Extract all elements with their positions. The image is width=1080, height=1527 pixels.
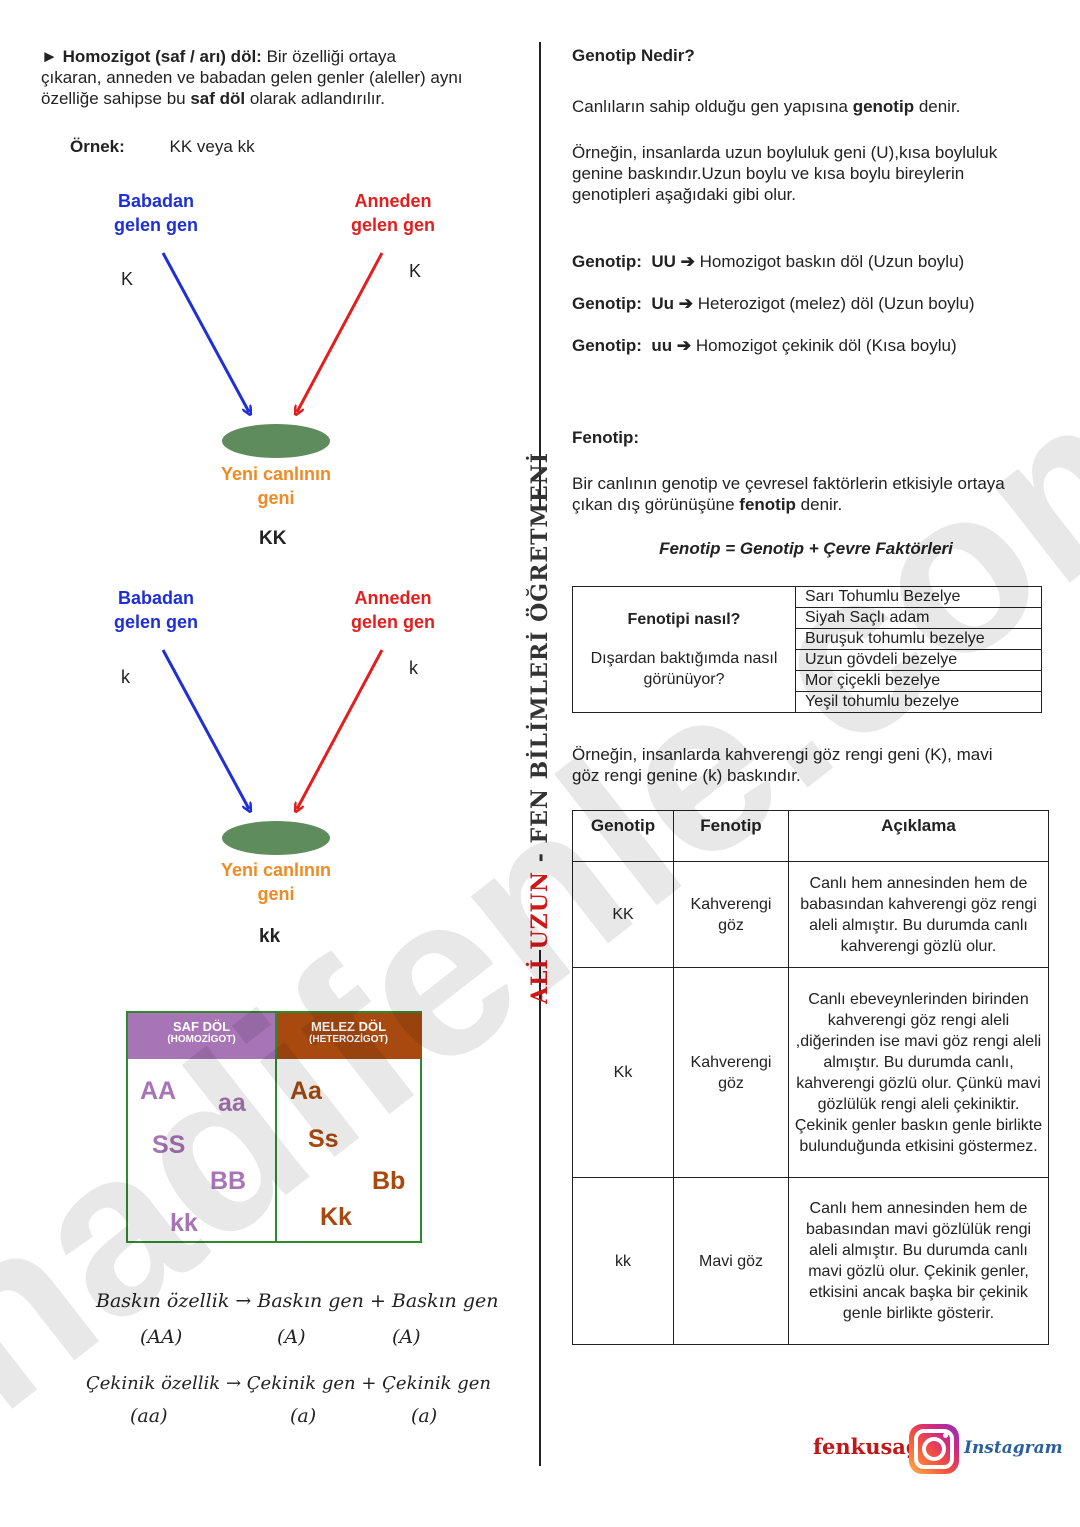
fenotip-title: Fenotip: <box>572 428 640 447</box>
father-allele: K <box>121 269 134 289</box>
fenotip-item: Siyah Saçlı adam <box>795 607 1042 629</box>
father-allele: k <box>121 667 130 687</box>
saf-genotype: SS <box>152 1131 186 1159</box>
recessive-formula-c: (a) <box>411 1405 438 1427</box>
offspring-result: kk <box>259 926 281 947</box>
definition-line3-pre: özelliğe sahipse bu <box>41 89 191 108</box>
table-row: kk Mavi göz Canlı hem annesinden hem de … <box>572 1177 1049 1345</box>
melez-genotype: Ss <box>308 1125 339 1153</box>
fenotip-examples-table: Fenotipi nasıl? Dışardan baktığımda nası… <box>572 586 1042 713</box>
saf-genotype: aa <box>218 1089 246 1117</box>
mother-allele: k <box>409 658 418 678</box>
table-row: Yeşil tohumlu bezelye <box>573 691 1042 713</box>
column-header: Açıklama <box>788 810 1049 862</box>
box-divider <box>275 1013 277 1241</box>
example-value: KK veya kk <box>169 137 255 156</box>
column-divider-top <box>539 42 541 508</box>
melez-genotype: Kk <box>320 1203 352 1231</box>
dominant-formula-b: (A) <box>277 1326 306 1348</box>
fenotip-formula: Fenotip = Genotip + Çevre Faktörleri <box>659 539 953 558</box>
saf-genotype: kk <box>170 1209 198 1237</box>
table-row: KK Kahverengi göz Canlı hem annesinden h… <box>572 861 1049 968</box>
phenotype-cell: Kahverengi göz <box>673 861 789 968</box>
bullet-icon: ► <box>41 47 58 66</box>
mother-arrow-1 <box>297 252 384 412</box>
instagram-icon <box>909 1424 959 1474</box>
father-arrow-1 <box>161 252 249 412</box>
dominant-formula: Baskın özellik → Baskın gen + Baskın gen <box>96 1290 499 1312</box>
column-header: Fenotip <box>673 810 789 862</box>
column-divider-bottom <box>539 950 541 1466</box>
fenotip-item: Uzun gövdeli bezelye <box>795 649 1042 671</box>
definition-line2: çıkaran, anneden ve babadan gelen genler… <box>41 68 463 87</box>
explanation-cell: Canlı hem annesinden hem de babasından k… <box>788 861 1049 968</box>
table-row: Kk Kahverengi göz Canlı ebeveynlerinden … <box>572 967 1049 1178</box>
genotype-line: Genotip: UU ➔ Homozigot baskın döl (Uzun… <box>572 252 965 271</box>
homozigot-definition: ► Homozigot (saf / arı) döl: Bir özelliğ… <box>41 46 521 109</box>
phenotype-cell: Mavi göz <box>673 1177 789 1345</box>
recessive-formula-a: (aa) <box>130 1405 168 1427</box>
offspring-ellipse <box>222 424 330 458</box>
table-row: Fenotipi nasıl? Dışardan baktığımda nası… <box>572 586 1042 713</box>
fenotip-item: Sarı Tohumlu Bezelye <box>795 586 1042 608</box>
definition-line3-post: olarak adlandırılır. <box>245 89 385 108</box>
table-header-row: Genotip Fenotip Açıklama <box>572 810 1049 862</box>
definition-text: Bir özelliği ortaya <box>261 47 397 66</box>
example-label: Örnek: <box>70 137 125 156</box>
table-row: Mor çiçekli bezelye <box>573 670 1042 692</box>
mother-allele: K <box>409 261 422 281</box>
column-header: Genotip <box>572 810 674 862</box>
teacher-signature: ALİ UZUN - FEN BİLİMLERİ ÖĞRETMENİ <box>527 451 553 1005</box>
eye-color-table: Genotip Fenotip Açıklama KK Kahverengi g… <box>572 810 1049 1345</box>
offspring-result: KK <box>259 528 287 549</box>
genotip-example: Örneğin, insanlarda uzun boyluluk geni (… <box>572 143 998 204</box>
genotip-title: Genotip Nedir? <box>572 46 695 65</box>
saf-genotype: BB <box>210 1167 247 1195</box>
explanation-cell: Canlı hem annesinden hem de babasından m… <box>788 1177 1049 1345</box>
recessive-formula: Çekinik özellik → Çekinik gen + Çekinik … <box>86 1373 491 1394</box>
table-row: Siyah Saçlı adam <box>573 607 1042 629</box>
mother-arrow-2 <box>297 649 384 809</box>
homozigot-term: Homozigot (saf / arı) döl: <box>62 47 262 66</box>
genotype-cell: KK <box>572 861 674 968</box>
instagram-label: Instagram <box>964 1438 1063 1458</box>
genotype-line: Genotip: Uu ➔ Heterozigot (melez) döl (U… <box>572 294 975 313</box>
father-arrow-2 <box>161 649 249 809</box>
melez-genotype: Aa <box>290 1077 322 1105</box>
explanation-cell: Canlı ebeveynlerinden birinden kahvereng… <box>788 967 1049 1178</box>
offspring-ellipse <box>222 821 330 855</box>
saf-dol-term: saf döl <box>190 89 246 108</box>
dominant-formula-a: (AA) <box>140 1326 183 1348</box>
saf-genotype: AA <box>140 1077 177 1105</box>
eye-color-intro: Örneğin, insanlarda kahverengi göz rengi… <box>572 745 993 785</box>
fenotip-item: Mor çiçekli bezelye <box>795 670 1042 692</box>
fenotip-item: Yeşil tohumlu bezelye <box>795 691 1042 713</box>
fenotip-item: Buruşuk tohumlu bezelye <box>795 628 1042 650</box>
table-row: Uzun gövdeli bezelye <box>573 649 1042 671</box>
example-row: Örnek: KK veya kk <box>70 136 255 157</box>
genotype-cell: Kk <box>572 967 674 1178</box>
inheritance-arrows <box>161 252 384 1000</box>
fenotip-definition: Bir canlının genotip ve çevresel faktörl… <box>572 474 1005 514</box>
phenotype-cell: Kahverengi göz <box>673 967 789 1178</box>
dominant-formula-c: (A) <box>392 1326 421 1348</box>
recessive-formula-b: (a) <box>290 1405 317 1427</box>
saf-dol-header: SAF DÖL (HOMOZİGOT) <box>128 1013 275 1059</box>
saf-melez-box: SAF DÖL (HOMOZİGOT) MELEZ DÖL (HETEROZİG… <box>126 1011 422 1243</box>
melez-genotype: Bb <box>372 1167 406 1195</box>
fenotip-question-cell: Fenotipi nasıl? Dışardan baktığımda nası… <box>572 586 796 713</box>
genotip-definition: Canlıların sahip olduğu gen yapısına gen… <box>572 97 961 116</box>
melez-dol-header: MELEZ DÖL (HETEROZİGOT) <box>275 1013 422 1059</box>
genotype-cell: kk <box>572 1177 674 1345</box>
genotype-line: Genotip: uu ➔ Homozigot çekinik döl (Kıs… <box>572 336 957 355</box>
